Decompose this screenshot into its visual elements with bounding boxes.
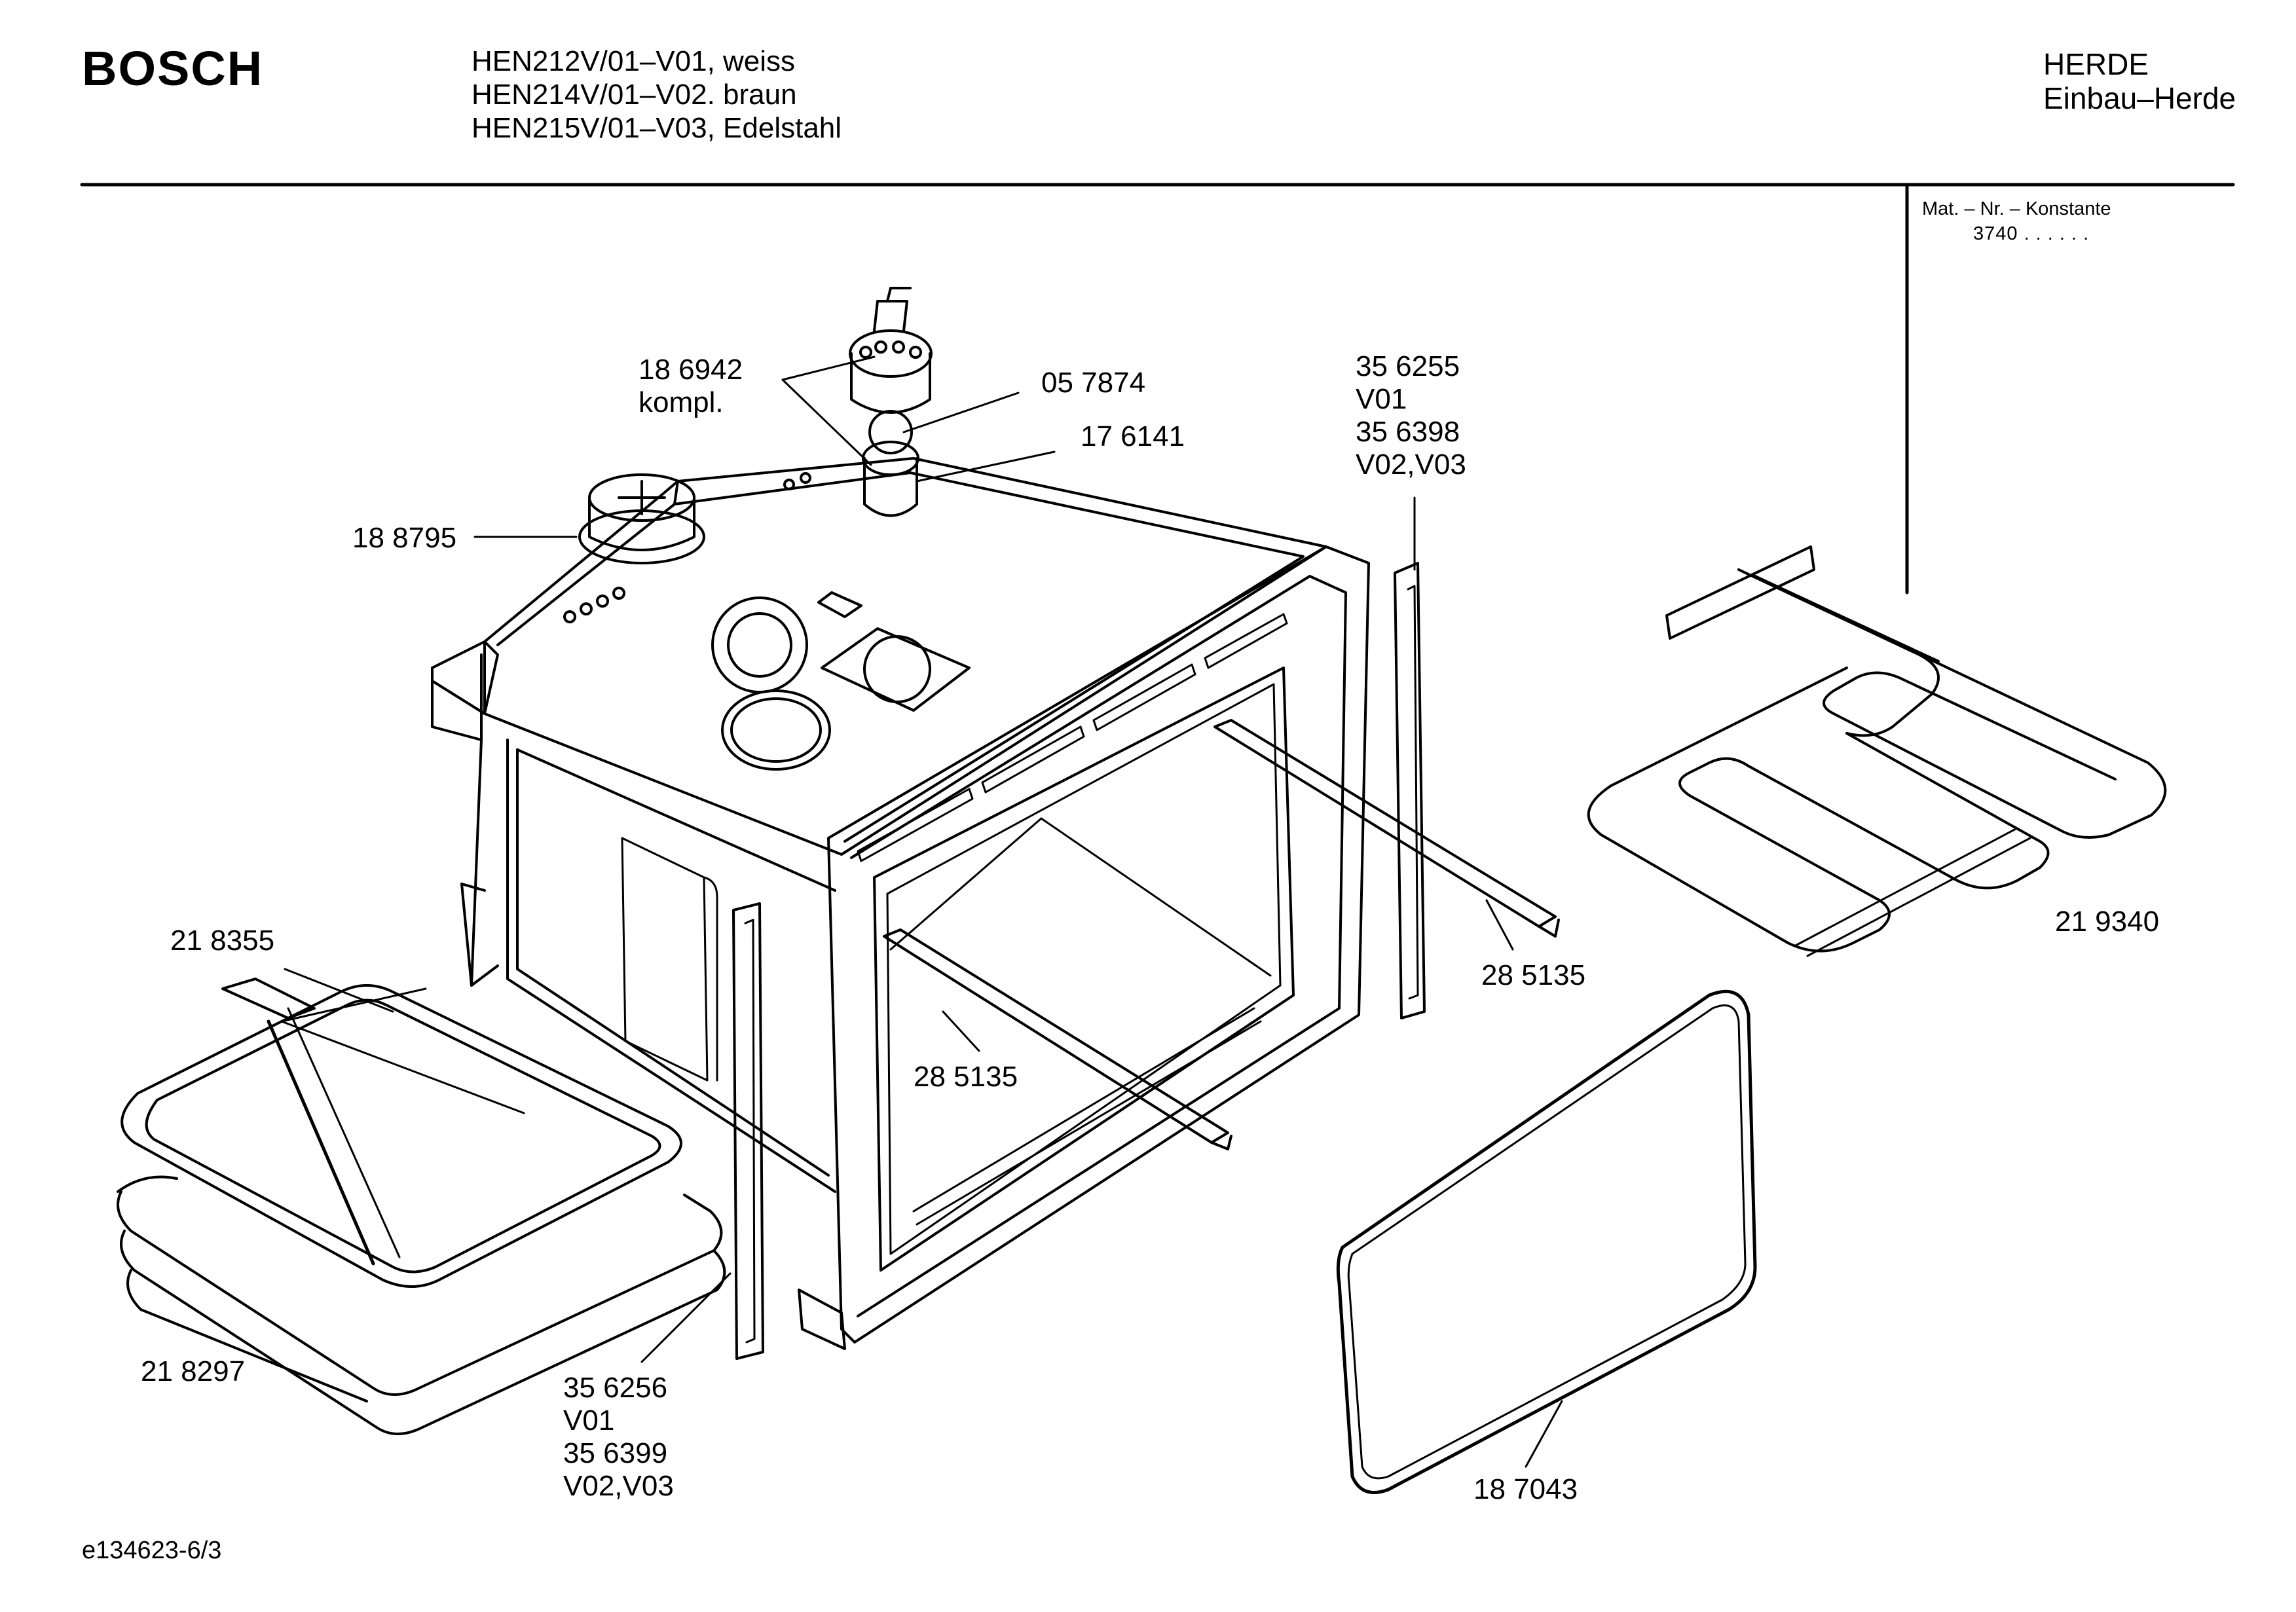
door-gasket (1336, 989, 1757, 1494)
part-label: 18 8795 (352, 522, 456, 555)
telescopic-rail-upper (1213, 719, 1560, 938)
insulation-mat (117, 1175, 726, 1435)
model-line: HEN212V/01–V01, weiss (472, 45, 796, 77)
part-number: 05 7874 (1041, 367, 1146, 399)
part-label: 17 6141 (1081, 420, 1185, 453)
part-number: 17 6141 (1081, 420, 1185, 452)
category-subtitle: Einbau–Herde (2043, 81, 2236, 115)
top-heating-element (1587, 545, 2167, 957)
part-label: 18 7043 (1473, 1473, 1578, 1506)
part-variant: V01 (1356, 383, 1407, 415)
material-number-value: 3740 . . . . . . (1973, 223, 2090, 244)
material-number-box: Mat. – Nr. – Konstante 3740 . . . . . . (1922, 196, 2111, 246)
part-number: 35 6399 (563, 1437, 668, 1469)
model-line: HEN214V/01–V02. braun (472, 79, 797, 111)
part-number: 35 6398 (1356, 416, 1460, 448)
telescopic-rail-lower (883, 928, 1232, 1150)
part-number: 18 8795 (352, 522, 457, 554)
category-block: HERDE Einbau–Herde (2043, 47, 2236, 115)
part-label: 35 6255 V01 35 6398 V02,V03 (1356, 350, 1466, 481)
part-label: 05 7874 (1041, 367, 1145, 399)
part-number: 28 5135 (1481, 959, 1586, 991)
part-number: 18 7043 (1473, 1473, 1578, 1505)
part-note: kompl. (639, 386, 724, 418)
category-title: HERDE (2043, 47, 2149, 81)
top-fan-assembly (849, 287, 933, 517)
part-number: 28 5135 (914, 1061, 1018, 1093)
leader-lines (284, 356, 1563, 1468)
part-label: 28 5135 (914, 1061, 1018, 1093)
drawing-code: e134623-6/3 (82, 1537, 222, 1564)
part-variant: V02,V03 (563, 1470, 674, 1502)
part-variant: V01 (563, 1404, 615, 1437)
part-label: 28 5135 (1481, 959, 1585, 992)
oven-housing (431, 457, 1370, 1350)
part-number: 21 8355 (170, 925, 275, 957)
part-label: 21 8297 (141, 1355, 245, 1388)
grommet-part (578, 473, 705, 564)
bottom-heating-element (120, 978, 682, 1288)
brand-logo: BOSCH (82, 41, 264, 96)
side-rail-right (1394, 562, 1426, 1019)
part-number: 21 8297 (141, 1355, 246, 1387)
material-number-title: Mat. – Nr. – Konstante (1922, 198, 2111, 219)
part-number: 21 9340 (2055, 906, 2160, 938)
part-number: 35 6256 (563, 1372, 668, 1404)
part-label: 35 6256 V01 35 6399 V02,V03 (563, 1372, 674, 1503)
part-variant: V02,V03 (1356, 449, 1466, 481)
side-rail-left (732, 902, 764, 1360)
model-list: HEN212V/01–V01, weiss HEN214V/01–V02. br… (472, 45, 842, 145)
part-label: 18 6942 kompl. (639, 354, 743, 419)
part-number: 35 6255 (1356, 350, 1460, 382)
part-label: 21 9340 (2055, 906, 2159, 938)
model-line: HEN215V/01–V03, Edelstahl (472, 112, 842, 144)
part-label: 21 8355 (170, 925, 274, 957)
part-number: 18 6942 (639, 354, 743, 386)
